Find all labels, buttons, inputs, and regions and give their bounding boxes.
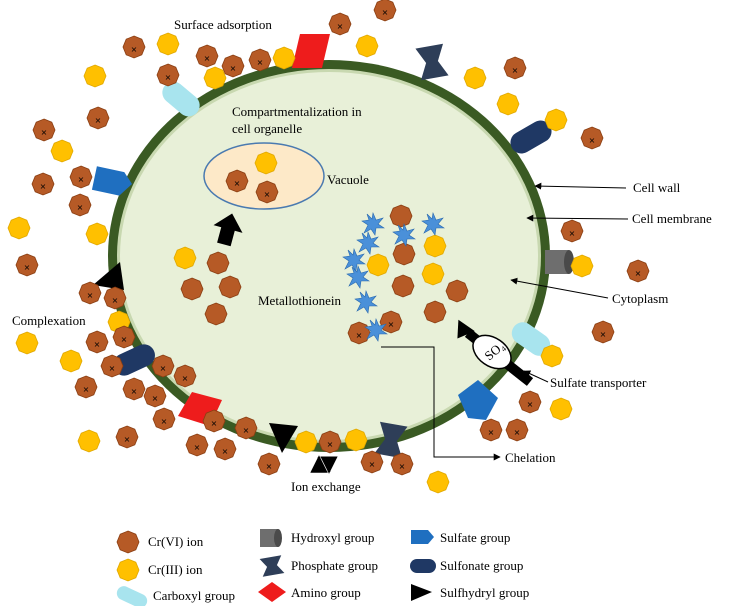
legend-cr3-label: Cr(III) ion <box>148 562 203 577</box>
legend-sulfhydryl-label: Sulfhydryl group <box>440 585 529 600</box>
phosphate-group-icon <box>259 555 285 577</box>
sulfate-group-icon <box>458 380 498 420</box>
legend-hydroxyl-label: Hydroxyl group <box>291 530 374 545</box>
compartment-label-line2: cell organelle <box>232 121 302 136</box>
legend-amino-label: Amino group <box>291 585 361 600</box>
legend-carboxyl-label: Carboxyl group <box>153 588 235 603</box>
pointer-lines <box>381 182 629 461</box>
carboxyl-group-icon <box>511 322 551 356</box>
ion-exchange-label: Ion exchange <box>291 479 361 494</box>
sulfonate-group-icon <box>410 559 436 573</box>
metallothionein-label: Metallothionein <box>258 293 342 308</box>
legend-sulfate-label: Sulfate group <box>440 530 510 545</box>
vacuole <box>203 142 325 210</box>
sulfhydryl-group-icon <box>411 584 432 601</box>
compartment-label-line1: Compartmentalization in <box>232 104 362 119</box>
carboxyl-group-icon <box>162 81 200 117</box>
amino-group-icon <box>258 582 286 602</box>
ion-exchange-arrows <box>310 455 338 474</box>
cell-membrane-label: Cell membrane <box>632 211 712 226</box>
surface-groups <box>91 34 574 459</box>
sulfate-group-icon <box>411 530 434 544</box>
carboxyl-group-icon <box>116 586 148 606</box>
sulfate-transporter-label: Sulfate transporter <box>550 375 647 390</box>
cell-wall-label: Cell wall <box>633 180 681 195</box>
hydroxyl-group-icon <box>260 529 282 547</box>
arrow-icon <box>213 213 243 247</box>
phosphate-group-icon <box>415 43 449 81</box>
hydroxyl-group-icon <box>545 250 574 274</box>
sulfhydryl-group-icon <box>269 423 298 453</box>
chelation-label: Chelation <box>505 450 556 465</box>
sulfonate-group-icon <box>113 344 155 376</box>
sulfate-transporter: SO₄ <box>457 319 534 386</box>
sulfhydryl-group-icon <box>93 262 124 290</box>
legend-cr6-label: Cr(VI) ion <box>148 534 204 549</box>
cytoplasm-label: Cytoplasm <box>612 291 668 306</box>
surface-adsorption-label: Surface adsorption <box>174 17 272 32</box>
vacuole-label: Vacuole <box>327 172 369 187</box>
phosphate-group-icon <box>374 421 408 459</box>
legend: Cr(VI) ion Cr(III) ion Carboxyl group Hy… <box>116 529 529 606</box>
complexation-label: Complexation <box>12 313 86 328</box>
sulfonate-group-icon <box>510 120 552 154</box>
legend-phosphate-label: Phosphate group <box>291 558 378 573</box>
legend-sulfonate-label: Sulfonate group <box>440 558 523 573</box>
sulfate-group-icon <box>91 166 133 196</box>
amino-group-icon <box>292 34 330 68</box>
